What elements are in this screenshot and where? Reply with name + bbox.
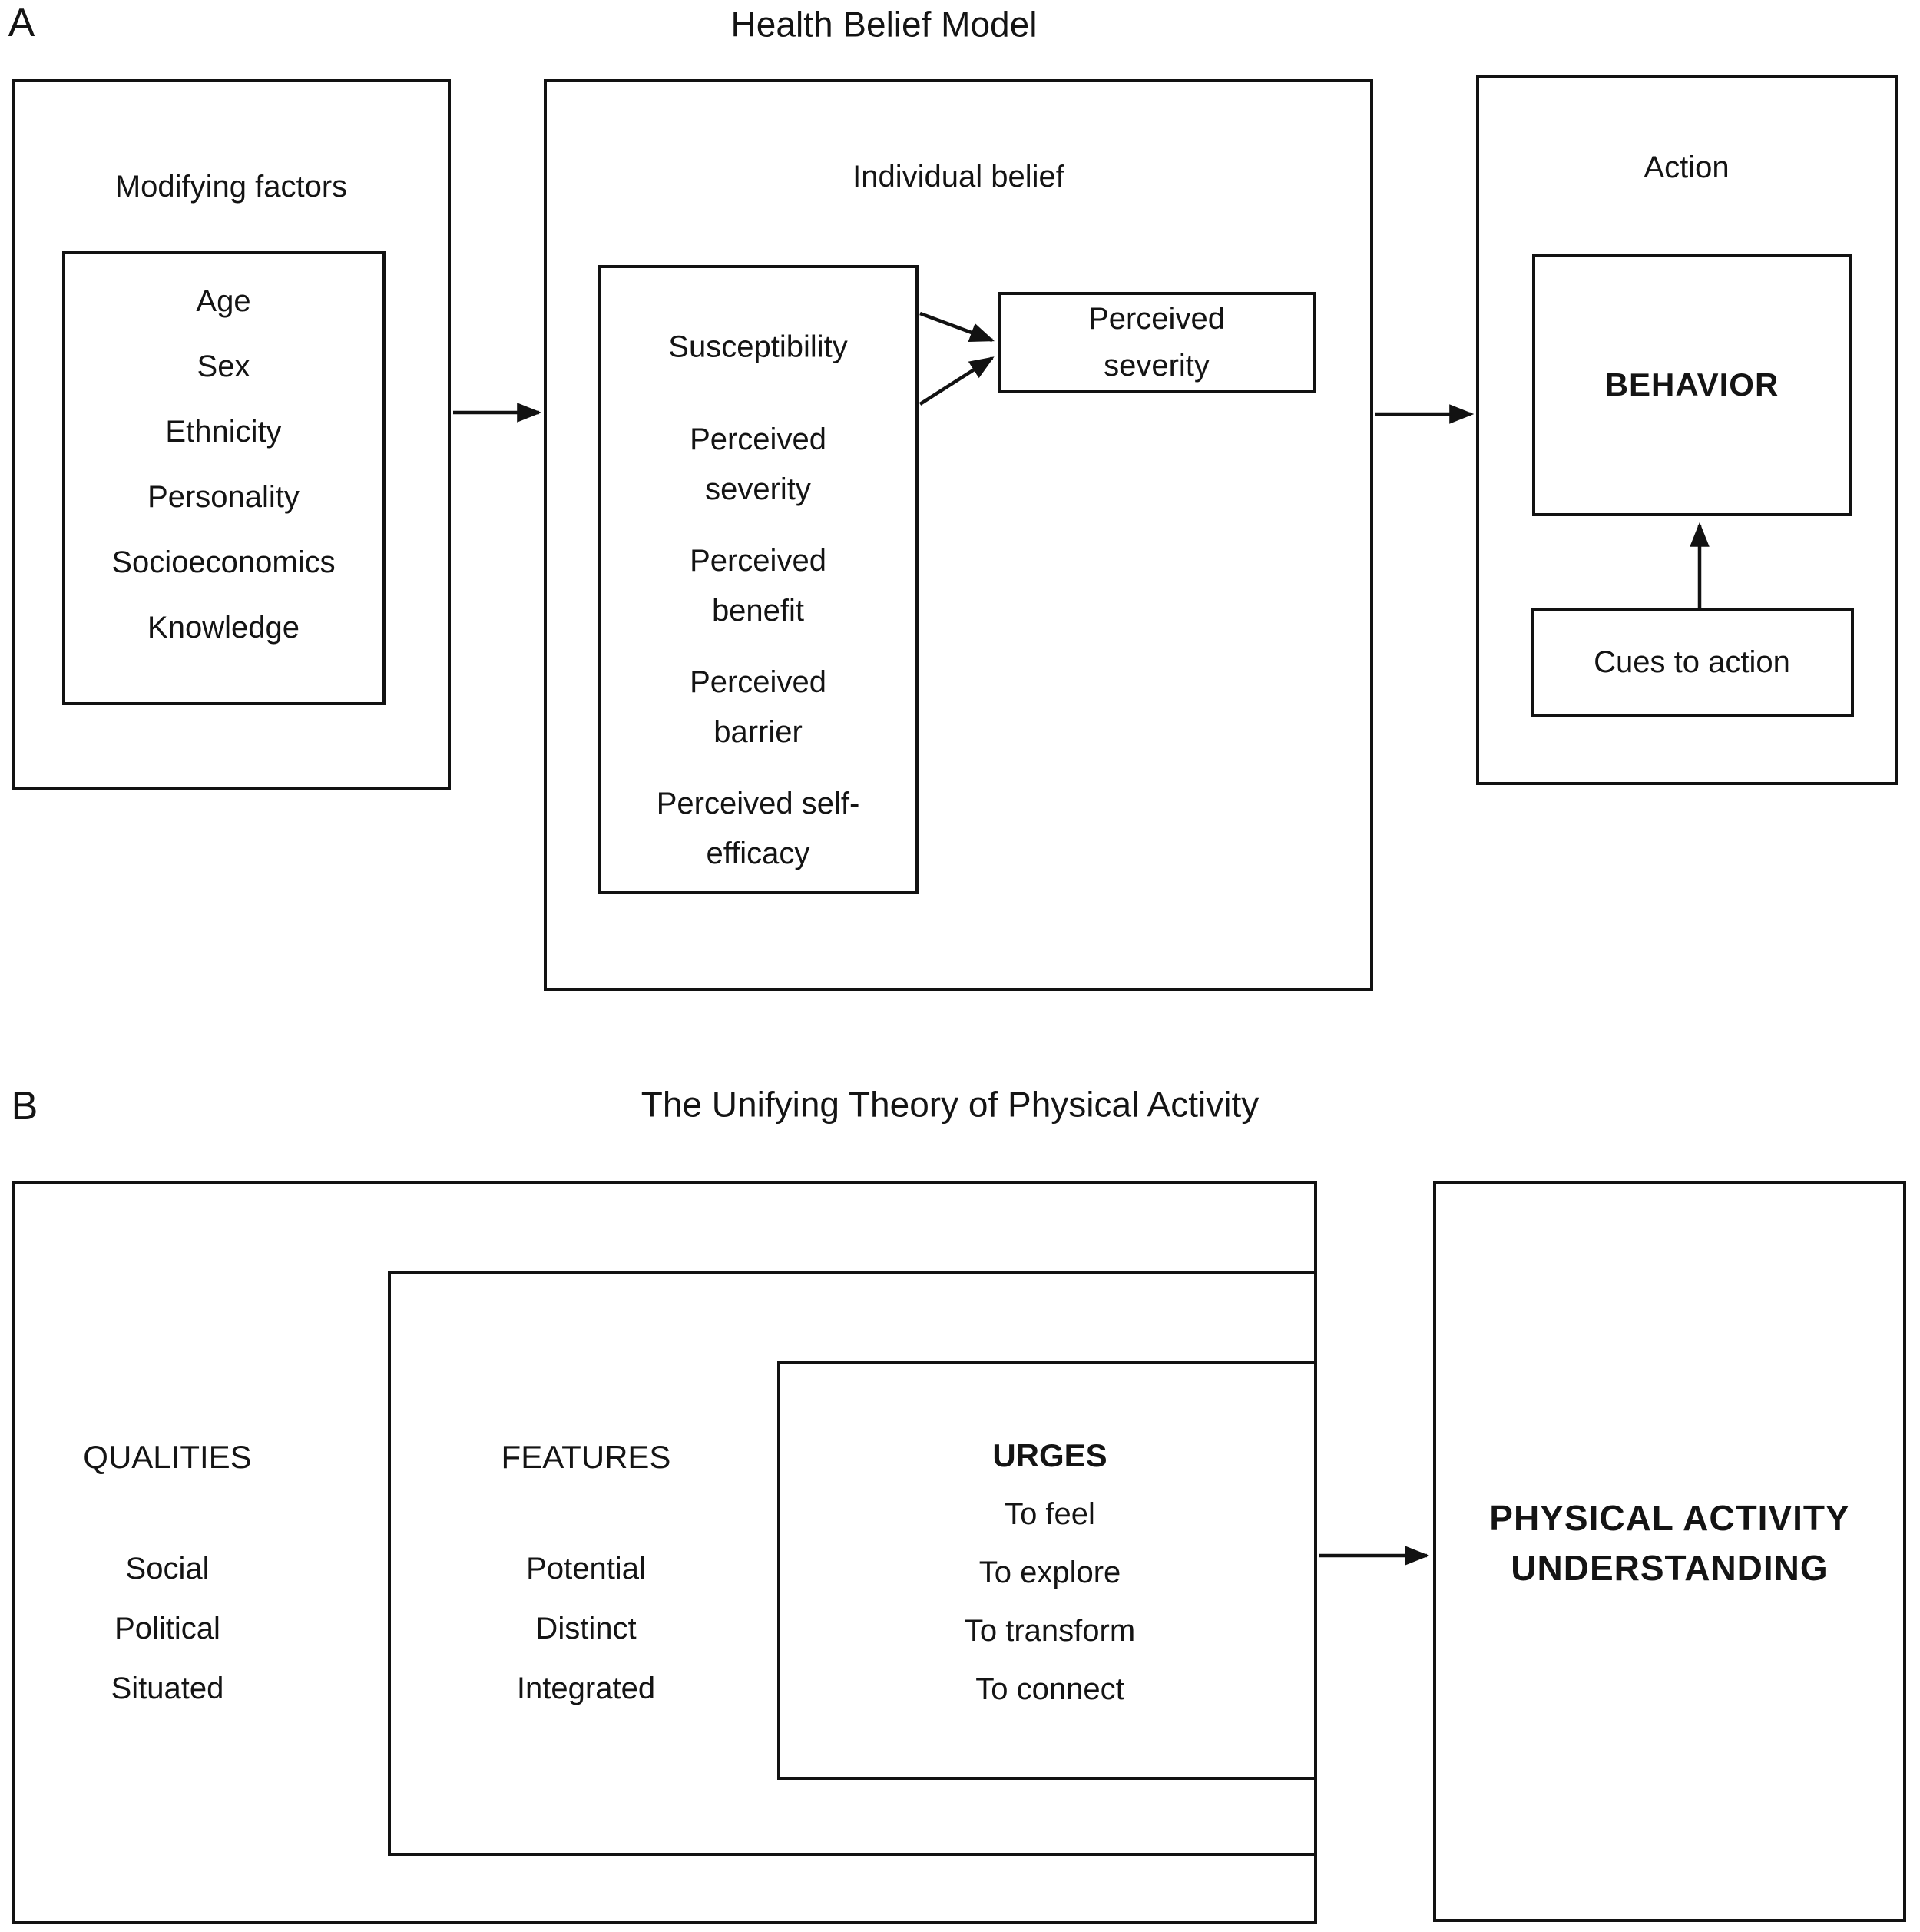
list-item: Social [125,1552,210,1586]
action-box [1476,75,1898,785]
cues-to-action-label: Cues to action [1594,645,1790,679]
urges-box [777,1361,1317,1780]
list-item: Susceptibility [668,330,848,364]
individual-belief-box [544,79,1373,991]
list-item: Potential [526,1552,646,1586]
list-item: Sex [197,350,250,383]
qualities-title: QUALITIES [83,1438,252,1475]
physical-activity-understanding-box [1433,1181,1906,1922]
outcome-line-2: UNDERSTANDING [1511,1548,1829,1588]
outcome-line-1: PHYSICAL ACTIVITY [1489,1498,1850,1538]
list-item: Situated [111,1672,224,1705]
list-item: Age [196,284,251,318]
list-item: Integrated [516,1672,656,1705]
urges-title: URGES [992,1437,1107,1473]
panel-b-title: The Unifying Theory of Physical Activity [641,1084,1260,1125]
perceived-severity-box [998,292,1316,393]
individual-belief-title: Individual belief [852,160,1064,194]
list-item: Perceived benefit [690,544,826,628]
list-item: To explore [978,1556,1121,1589]
list-item: Political [114,1612,220,1645]
modifying-factors-box [12,79,451,790]
list-item: Perceived self-efficacy [656,787,860,870]
list-item: Knowledge [147,611,300,645]
modifying-factors-title: Modifying factors [114,170,348,204]
list-item: Perceived severity [690,423,826,506]
cues-to-action-box [1531,608,1854,717]
panel-b-label: B [11,1083,38,1128]
list-item: Perceived barrier [690,665,826,749]
list-item: Distinct [535,1612,637,1645]
list-item: Ethnicity [165,415,282,449]
list-item: To transform [964,1614,1136,1648]
individual-belief-inner-box [598,265,919,894]
list-item: Personality [147,480,300,514]
behavior-box [1532,254,1852,516]
panel-a-label: A [8,0,35,45]
action-title: Action [1644,151,1730,184]
perceived-severity-box-label: Perceived severity [1088,302,1225,383]
list-item: To feel [1005,1497,1095,1531]
features-title: FEATURES [501,1438,671,1475]
panel-a-title: Health Belief Model [730,4,1038,45]
list-item: Socioeconomics [111,545,336,579]
modifying-factors-inner-box [62,251,386,705]
list-item: To connect [975,1672,1124,1706]
behavior-label: BEHAVIOR [1604,366,1779,403]
